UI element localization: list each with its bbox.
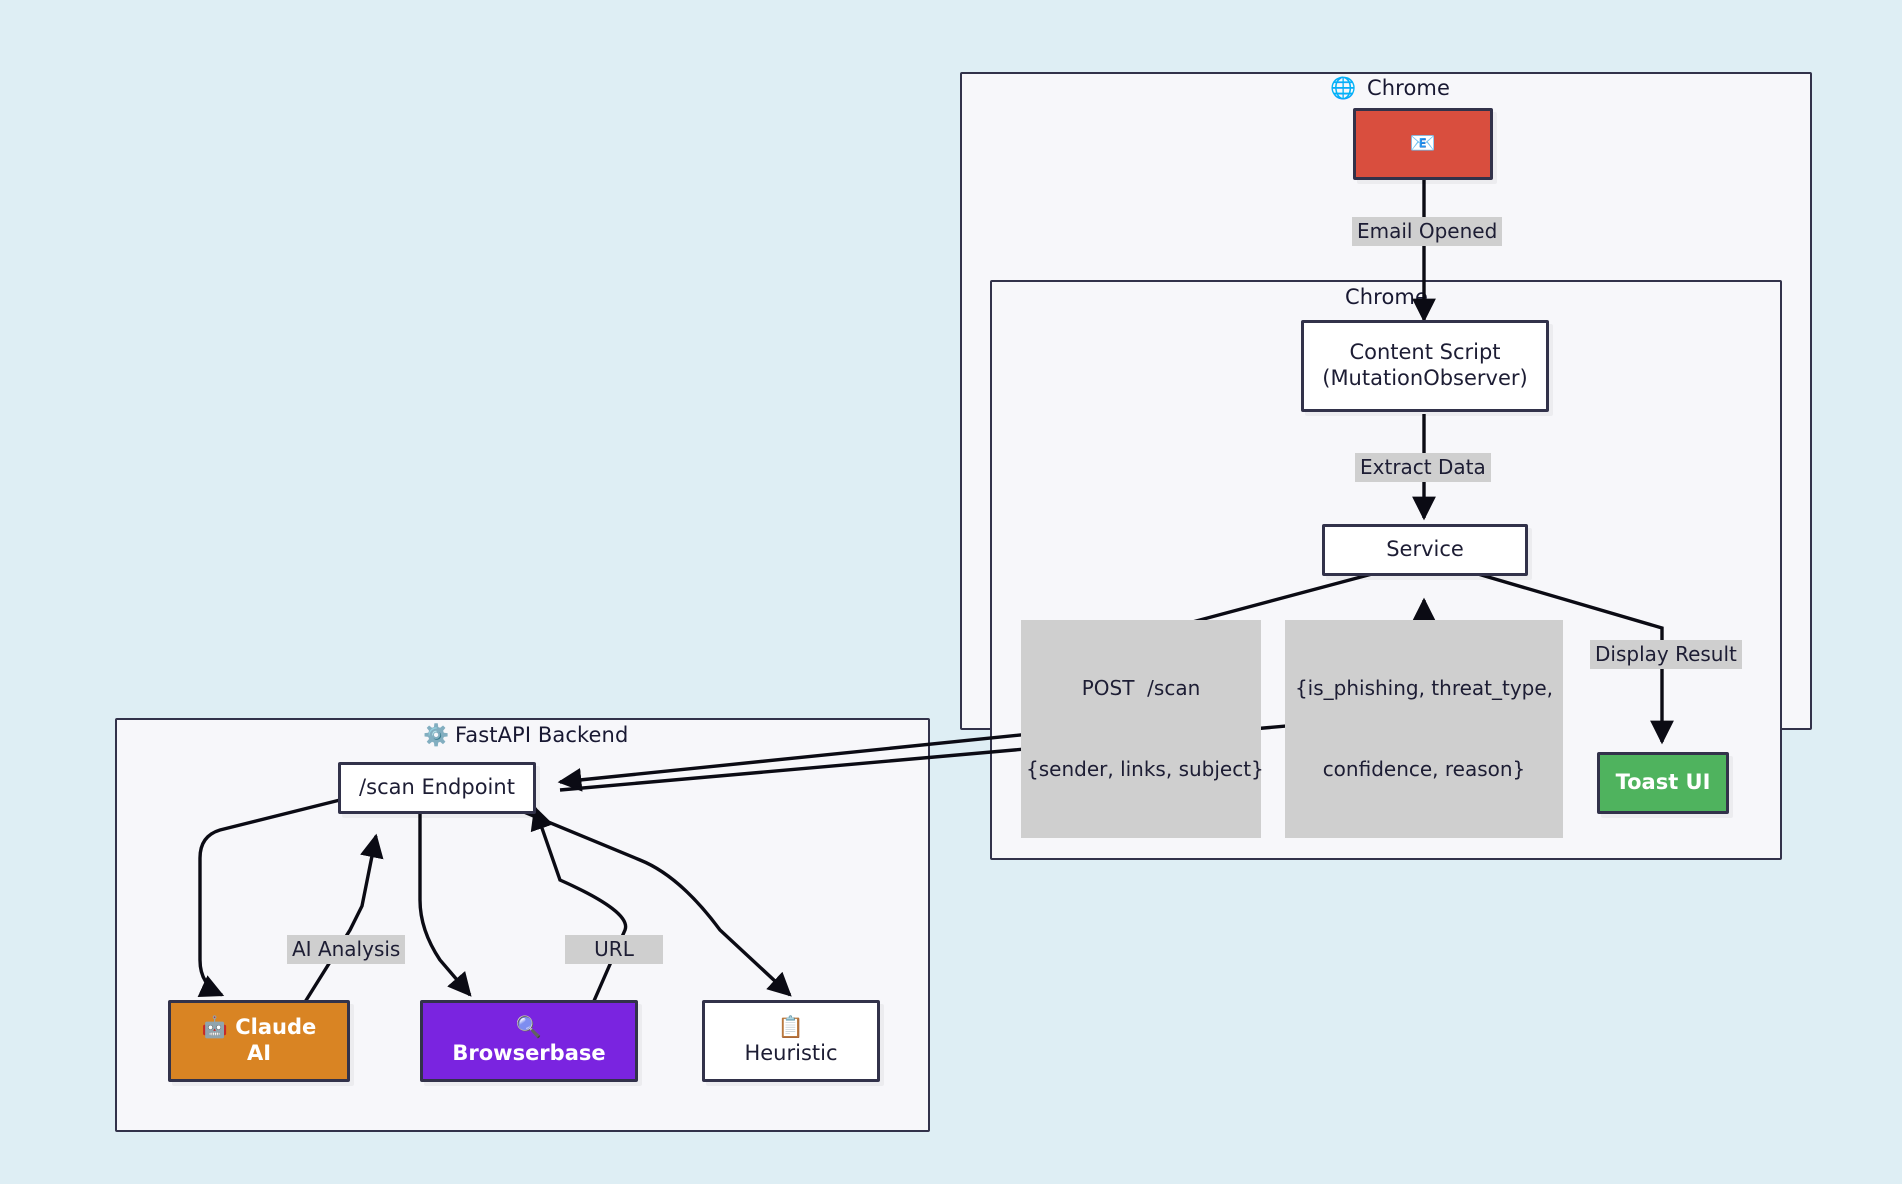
magnifier-icon: 🔍 <box>515 1015 543 1040</box>
edge-scan-endpoint-to-browserbase <box>418 800 472 997</box>
node-scan-endpoint-label: /scan Endpoint <box>359 775 515 800</box>
edge-scan-endpoint-to-claude-ai <box>197 798 341 997</box>
globe-icon: 🌐 <box>1330 76 1357 100</box>
node-browserbase-label: Browserbase <box>452 1041 606 1065</box>
node-service-label: Service <box>1386 537 1464 562</box>
email-icon: 📧 <box>1409 131 1437 156</box>
node-claude-ai-line2: AI <box>246 1041 272 1065</box>
edge-claude-ai-to-scan-endpoint <box>298 833 384 1011</box>
node-toast-ui[interactable]: Toast UI <box>1597 752 1729 814</box>
edge-label-post-scan-line2: {sender, links, subject} <box>1026 757 1264 781</box>
clipboard-icon: 📋 <box>777 1015 805 1040</box>
node-service[interactable]: Service <box>1322 524 1528 576</box>
edge-label-scan-response: {is_phishing, threat_type, confidence, r… <box>1285 620 1563 838</box>
robot-icon: 🤖 <box>201 1015 228 1040</box>
gear-icon: ⚙️ <box>423 723 450 747</box>
node-browserbase[interactable]: 🔍 Browserbase <box>420 1000 638 1082</box>
edge-service-to-toast-ui <box>1477 572 1674 745</box>
edge-scan-endpoint-to-heuristic <box>494 798 792 997</box>
node-claude-ai-line1: 🤖 Claude <box>201 1015 317 1040</box>
edge-label-url: URL <box>565 935 663 964</box>
edge-label-scan-response-line1: {is_phishing, threat_type, <box>1294 676 1554 700</box>
node-email[interactable]: 📧 <box>1353 108 1493 180</box>
node-claude-ai[interactable]: 🤖 Claude AI <box>168 1000 350 1082</box>
node-scan-endpoint[interactable]: /scan Endpoint <box>338 762 536 814</box>
edge-label-extract-data: Extract Data <box>1355 453 1491 482</box>
edge-label-ai-analysis: AI Analysis <box>287 935 406 964</box>
edge-browserbase-to-scan-endpoint <box>530 805 628 1011</box>
edge-label-scan-response-line2: confidence, reason} <box>1322 757 1526 781</box>
node-content-script-line2: (MutationObserver) <box>1322 366 1528 390</box>
node-heuristic-label: Heuristic <box>744 1041 838 1065</box>
edge-label-post-scan: POST /scan {sender, links, subject} <box>1021 620 1264 838</box>
edge-label-email-opened: Email Opened <box>1352 217 1503 246</box>
edge-label-post-scan-line1: POST /scan <box>1081 676 1201 700</box>
cluster-fastapi-backend-label-text: FastAPI Backend <box>455 723 629 747</box>
edge-label-display-result: Display Result <box>1590 640 1742 669</box>
cluster-chrome-outer-label-text: Chrome <box>1367 76 1450 100</box>
node-content-script-line1: Content Script <box>1349 340 1501 365</box>
node-heuristic[interactable]: 📋 Heuristic <box>702 1000 880 1082</box>
node-content-script[interactable]: Content Script (MutationObserver) <box>1301 320 1549 412</box>
node-toast-ui-label: Toast UI <box>1615 770 1711 795</box>
